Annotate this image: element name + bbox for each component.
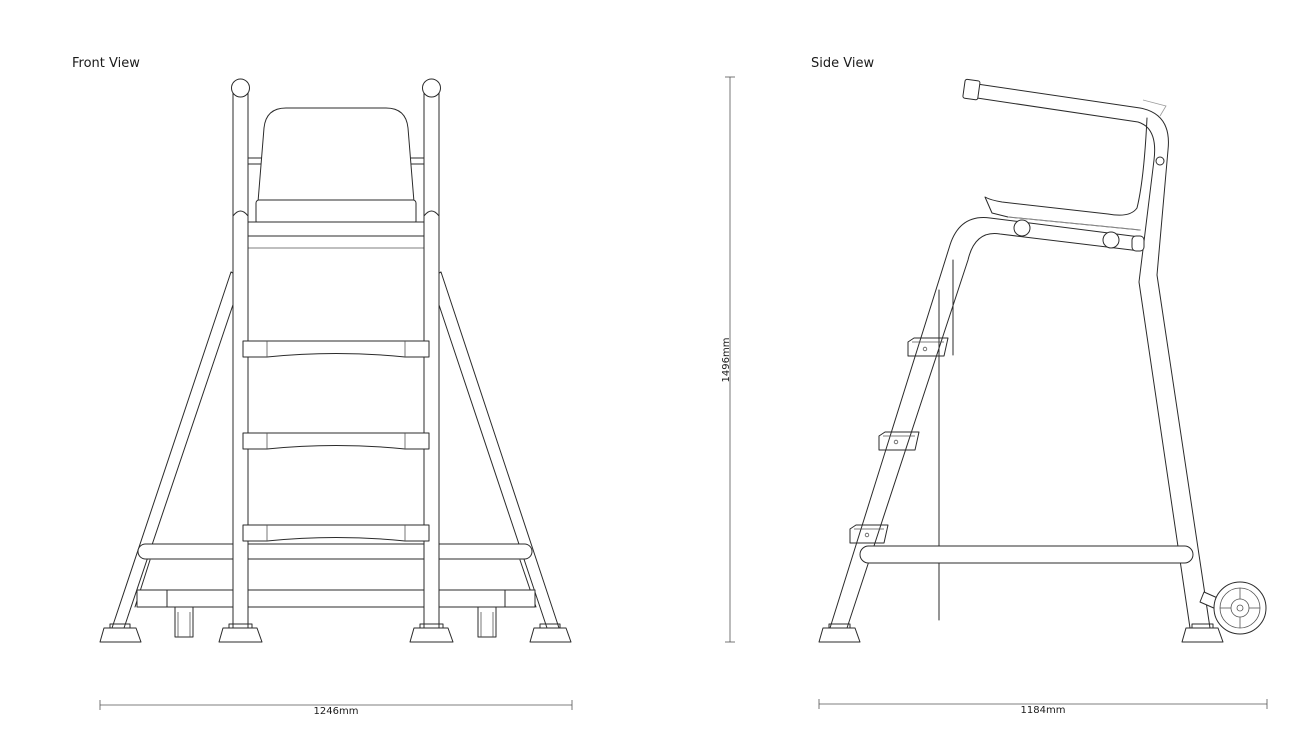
side-step-bracket-2 [878, 431, 920, 451]
front-foot-4 [529, 623, 572, 643]
front-step-2 [242, 432, 430, 450]
front-step-1 [242, 340, 430, 358]
front-right-castor [477, 606, 497, 638]
front-view: Front View [72, 56, 573, 717]
height-dimension: 1496mm [721, 76, 735, 643]
front-right-diagonal-leg [429, 271, 560, 629]
front-foot-1 [99, 623, 142, 643]
side-depth-value: 1184mm [1021, 705, 1066, 716]
side-front-frame [829, 217, 1145, 629]
front-left-castor [174, 606, 194, 638]
side-front-foot [818, 623, 861, 643]
front-width-value: 1246mm [314, 706, 359, 717]
front-crossbar [137, 543, 533, 560]
front-right-post [422, 78, 441, 631]
front-foot-3 [409, 623, 454, 643]
side-rear-foot [1181, 623, 1224, 643]
front-view-label: Front View [72, 56, 140, 71]
side-step-bracket-1 [907, 337, 949, 357]
side-seat [984, 99, 1167, 231]
side-depth-dimension: 1184mm [818, 699, 1268, 716]
front-foot-2 [218, 623, 263, 643]
side-crossbar [859, 545, 1194, 564]
side-rear-frame [962, 78, 1211, 629]
height-value: 1496mm [721, 338, 732, 383]
front-step-3 [242, 524, 430, 542]
front-seat [245, 107, 427, 237]
front-width-dimension: 1246mm [99, 700, 573, 717]
front-left-diagonal-leg [111, 271, 243, 629]
side-view-label: Side View [811, 56, 874, 71]
side-wheel [1199, 581, 1267, 635]
side-step-bracket-3 [849, 524, 889, 544]
side-view: Side View [811, 56, 1268, 716]
